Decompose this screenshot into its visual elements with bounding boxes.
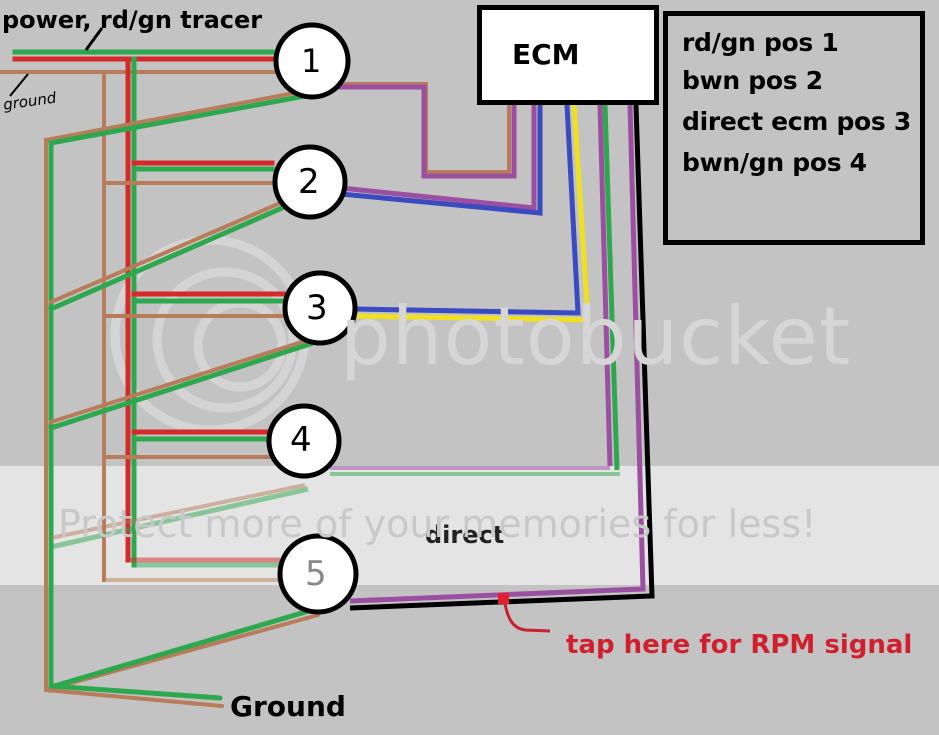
legend-box: rd/gn pos 1 bwn pos 2 direct ecm pos 3 b… [663,11,925,245]
legend-line-3: direct ecm pos 3 [682,107,912,136]
connector-1 [273,22,351,100]
ground-bottom-label: Ground [230,690,346,723]
bottom-ground-wires [44,607,320,708]
ground-pointer [9,73,29,97]
connector-label-2: 2 [298,162,320,202]
connector-3 [282,270,358,346]
direct-label: direct [425,521,505,549]
faded-wires [50,466,620,582]
power-label: power, rd/gn tracer [2,6,263,34]
connector-label-5: 5 [305,554,327,594]
left-bus-wires [0,49,314,693]
rpm-tap-label: tap here for RPM signal [566,630,913,660]
ecm-wires [338,82,655,611]
legend-line-2: bwn pos 2 [682,66,823,95]
power-pointer [84,27,104,51]
legend-line-1: rd/gn pos 1 [682,28,839,57]
connector-label-3: 3 [306,288,328,328]
ecm-module: ECM [477,5,659,105]
connector-label-4: 4 [290,420,312,460]
connector-5 [277,533,359,615]
legend-line-4: bwn/gn pos 4 [682,148,867,177]
connector-label-1: 1 [301,42,322,80]
ecm-label: ECM [512,38,580,71]
connector-4 [266,403,342,479]
connector-2 [272,144,348,220]
rpm-tap-marker [498,593,551,633]
